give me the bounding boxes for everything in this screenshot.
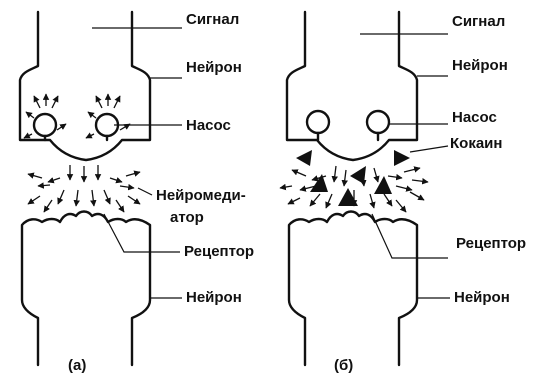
leader-neurotransmitter-a [138,188,152,195]
postsynaptic-neuron-a [22,212,150,366]
label-neuron-bottom-b: Нейрон [454,289,510,306]
pump-a-right [96,114,118,140]
presynaptic-neuron-a [20,12,150,160]
cocaine-triangle [350,166,366,184]
label-neurotransmitter-a-line2: атор [170,209,204,226]
label-pump-a: Насос [186,117,231,134]
label-receptor-b: Рецептор [456,235,526,252]
pump-b-right [367,111,389,140]
label-neuron-bottom-a: Нейрон [186,289,242,306]
neurotransmitter-arrows-a [24,94,140,212]
pump-b-left [307,111,329,140]
label-cocaine-b: Кокаин [450,135,502,152]
panel-b: Сигнал Нейрон Насос Кокаин Рецептор Нейр… [280,12,526,374]
postsynaptic-neuron-b [289,212,417,366]
label-receptor-a: Рецептор [184,243,254,260]
cocaine-molecules-b [296,150,410,206]
cocaine-triangle [338,188,358,206]
cocaine-triangle [394,150,410,166]
label-neuron-top-a: Нейрон [186,59,242,76]
panel-a: Сигнал Нейрон Насос Нейромеди- атор Реце… [20,11,254,374]
pump-a-left [34,114,56,140]
label-neurotransmitter-a-line1: Нейромеди- [156,187,246,204]
caption-a: (а) [68,357,86,374]
leader-cocaine-b [410,146,448,152]
label-neuron-top-b: Нейрон [452,57,508,74]
label-signal-a: Сигнал [186,11,239,28]
cocaine-triangle [296,150,312,166]
label-signal-b: Сигнал [452,13,505,30]
label-pump-b: Насос [452,109,497,126]
caption-b: (б) [334,357,353,374]
